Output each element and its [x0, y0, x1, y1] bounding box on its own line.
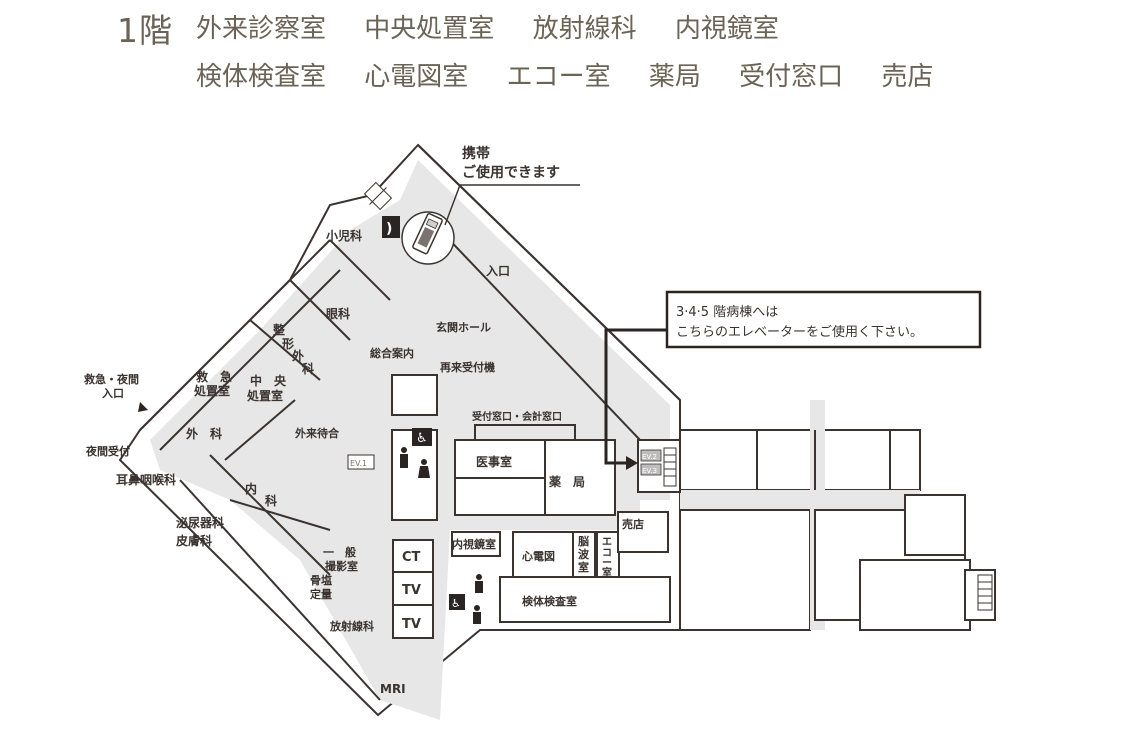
- stairs-top: [363, 181, 393, 211]
- arrow-right-icon: [626, 456, 638, 470]
- accessible-toilet-icon-2: [449, 594, 465, 610]
- label-central-1: 中 央: [250, 373, 287, 388]
- stairs-ev: [663, 447, 677, 487]
- label-eeg-1: 脳: [578, 535, 589, 548]
- label-central-2: 処置室: [246, 388, 283, 403]
- label-urology: 泌尿器科: [176, 515, 224, 530]
- facility-pharmacy: 薬局: [648, 62, 701, 92]
- facility-list-row2: 検体検査室 心電図室 エコー室 薬局 受付窓口 売店: [196, 56, 963, 93]
- label-orthopedics-4: 科: [302, 361, 314, 376]
- label-radiology: 放射線科: [329, 619, 374, 633]
- label-orthopedics-2: 形: [282, 337, 294, 351]
- svg-text:♿: ♿: [451, 597, 461, 610]
- label-echo-4: 室: [602, 566, 612, 579]
- label-tv1: TV: [402, 583, 421, 598]
- label-emergency-2: 処置室: [193, 383, 230, 398]
- elevator-callout-line2: こちらのエレベーターをご使用く下さい。: [676, 324, 923, 340]
- toilet-men-icon: [400, 447, 483, 593]
- label-medical-affairs: 医事室: [476, 454, 512, 469]
- right-wing: [679, 429, 921, 491]
- facility-radiology: 放射線科: [532, 14, 637, 44]
- facility-central-treatment: 中央処置室: [364, 14, 495, 44]
- label-bone-density-1: 骨塩: [310, 573, 332, 587]
- pharmacy-room: [544, 439, 616, 516]
- tv-room-1: [392, 571, 434, 606]
- svg-text:♿: ♿: [416, 431, 428, 446]
- label-specimen-lab: 検体検査室: [522, 594, 577, 608]
- facility-shop: 売店: [881, 62, 934, 92]
- elevator-callout-line1: 3·4·5 階病棟へは: [676, 305, 778, 320]
- mobile-phone-icon: [412, 212, 443, 255]
- facility-endoscopy: 内視鏡室: [674, 14, 779, 44]
- label-ent: 耳鼻咽喉科: [116, 472, 176, 487]
- label-ecg: 心電図: [522, 549, 555, 563]
- label-emergency-entrance-2: 入口: [102, 387, 124, 400]
- label-entrance-hall: 玄関ホール: [436, 320, 491, 334]
- label-reception-counter: 受付窓口・会計窓口: [472, 410, 562, 423]
- label-internal-1: 内: [245, 481, 257, 496]
- atrium: [391, 374, 438, 416]
- label-information: 総合案内: [370, 346, 414, 360]
- label-surgery: 外 科: [186, 426, 222, 441]
- label-general-xray-2: 撮影室: [325, 559, 358, 573]
- facility-specimen-lab: 検体検査室: [196, 62, 327, 92]
- label-eeg-3: 室: [578, 560, 589, 574]
- label-pediatrics: 小児科: [326, 228, 362, 243]
- label-ev1: EV.1: [350, 459, 367, 468]
- tv-room-2: [392, 604, 434, 639]
- facility-ecg: 心電図室: [364, 62, 469, 92]
- label-ev3: EV.3: [642, 467, 657, 475]
- label-eeg-2: 波: [578, 547, 590, 561]
- label-tv2: TV: [402, 617, 421, 632]
- label-outpatient-waiting: 外来待合: [294, 426, 340, 440]
- shop-room: [617, 511, 669, 553]
- label-ev2: EV.2: [642, 453, 657, 461]
- label-orthopedics-3: 外: [292, 348, 304, 363]
- accessible-toilet-icon: [412, 428, 432, 446]
- emergency-arrow-icon: [138, 402, 148, 412]
- label-ophthalmology: 眼科: [326, 306, 350, 321]
- payphone-icon: [382, 216, 400, 238]
- facility-outpatient: 外来診察室: [196, 14, 327, 44]
- facility-echo: エコー室: [506, 62, 611, 92]
- label-dermatology: 皮膚科: [175, 533, 212, 548]
- mobile-callout-line1: 携帯: [462, 145, 490, 162]
- label-emergency-entrance-1: 救急・夜間: [84, 372, 139, 386]
- floor-header: 1階 外来診察室 中央処置室 放射線科 内視鏡室 検体検査室 心電図室 エコー室…: [0, 0, 1133, 100]
- label-pharmacy: 薬 局: [549, 474, 585, 489]
- label-echo-2: コ: [602, 548, 612, 559]
- label-echo-1: エ: [602, 537, 612, 548]
- elevator-callout-box: [665, 290, 982, 349]
- label-internal-2: 科: [265, 493, 277, 508]
- label-entrance: 入口: [486, 264, 510, 278]
- elevator-callout-arrow-line: [604, 328, 667, 465]
- facility-reception: 受付窓口: [739, 62, 844, 92]
- label-general-xray-1: 一 般: [323, 545, 356, 559]
- label-reentry-machine: 再来受付機: [440, 360, 495, 374]
- label-orthopedics-1: 整: [272, 322, 285, 337]
- mobile-callout-line2: ご使用できます: [462, 164, 560, 181]
- endoscopy-room: [451, 531, 501, 557]
- label-endoscopy: 内視鏡室: [452, 537, 496, 551]
- label-bone-density-2: 定量: [310, 587, 332, 601]
- toilet-women-icon: [418, 459, 481, 624]
- label-night-reception: 夜間受付: [85, 444, 130, 458]
- label-ct: CT: [402, 550, 421, 565]
- specimen-lab-room: [499, 576, 671, 623]
- label-emergency-1: 救 急: [196, 369, 232, 384]
- label-mri: MRI: [380, 682, 406, 696]
- label-echo-3: ー: [602, 558, 612, 569]
- stairs-right: [977, 574, 993, 611]
- svg-text:): ): [386, 221, 392, 237]
- floor-map: ) ♿ ♿ 小児科 眼科 整 形 外 科 救 急 処置室 中 央 処置室: [0, 110, 1133, 727]
- floor-label: 1階: [117, 11, 173, 50]
- label-shop: 売店: [622, 517, 644, 531]
- facility-list-row1: 外来診察室 中央処置室 放射線科 内視鏡室: [196, 8, 809, 45]
